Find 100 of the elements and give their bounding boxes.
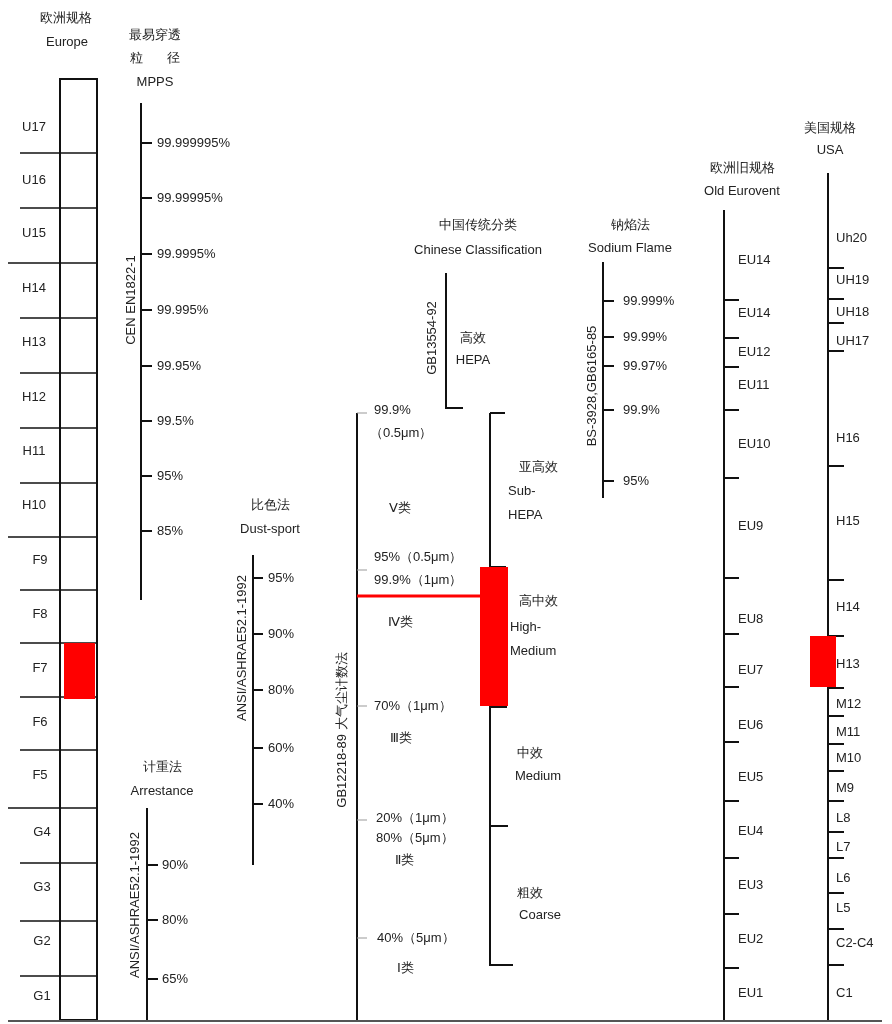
standard-label: ANSI/ASHRAE52.1-1992 bbox=[234, 575, 250, 721]
standard-label: ANSI/ASHRAE52.1-1992 bbox=[127, 832, 143, 978]
grade-label: F6 bbox=[32, 714, 48, 730]
grade-label: L6 bbox=[836, 870, 851, 886]
tick-label: 99.5% bbox=[157, 413, 194, 429]
scale-heading: 欧洲旧规格 bbox=[709, 160, 775, 176]
scale-heading: 计重法 bbox=[142, 759, 182, 775]
tick-label: 99.9% bbox=[374, 402, 411, 418]
scale-heading: 中国传统分类 bbox=[439, 217, 517, 233]
standard-label: BS-3928,GB6165-85 bbox=[584, 325, 600, 447]
grade-label: EU6 bbox=[738, 717, 764, 733]
grade-label: EU14 bbox=[738, 252, 771, 268]
tick-label: 95% bbox=[157, 468, 184, 484]
grade-label: H12 bbox=[22, 389, 46, 405]
tick-label: 20%（1μm） bbox=[376, 810, 454, 826]
grade-label: L7 bbox=[836, 839, 851, 855]
grade-label: F8 bbox=[32, 606, 48, 622]
grade-label: F5 bbox=[32, 767, 48, 783]
scale-heading: Dust-sport bbox=[240, 521, 300, 537]
grade-label: M10 bbox=[836, 750, 862, 766]
class-label: 高中效 bbox=[518, 593, 558, 609]
grade-label: UH19 bbox=[836, 272, 870, 288]
grade-label: L5 bbox=[836, 900, 851, 916]
tick-label: 85% bbox=[157, 523, 184, 539]
grade-label: U15 bbox=[22, 225, 46, 241]
scale-heading: MPPS bbox=[136, 74, 174, 90]
grade-label: EU10 bbox=[738, 436, 771, 452]
scale-heading: 最易穿透 bbox=[129, 27, 181, 43]
grade-label: H15 bbox=[836, 513, 860, 529]
tick-label: 95%（0.5μm） bbox=[374, 549, 463, 565]
class-label: Ⅱ类 bbox=[394, 852, 414, 868]
tick-label: 95% bbox=[623, 473, 650, 489]
class-label: 亚高效 bbox=[518, 459, 558, 475]
grade-label: M12 bbox=[836, 696, 862, 712]
tick-label: 70%（1μm） bbox=[374, 698, 452, 714]
grade-label: G3 bbox=[33, 879, 51, 895]
grade-label: UH18 bbox=[836, 304, 870, 320]
scale-heading: 钠焰法 bbox=[610, 217, 650, 233]
tick-label: 99.9% bbox=[623, 402, 660, 418]
tick-label: 60% bbox=[268, 740, 295, 756]
class-label: High-Medium bbox=[510, 618, 558, 660]
grade-label: EU14 bbox=[738, 305, 771, 321]
standard-label: CEN EN1822-1 bbox=[123, 255, 139, 345]
grade-label: U16 bbox=[22, 172, 46, 188]
grade-label: H14 bbox=[22, 280, 46, 296]
grade-label: UH17 bbox=[836, 333, 870, 349]
grade-label: F7 bbox=[32, 660, 48, 676]
class-label: Ⅳ类 bbox=[387, 614, 413, 630]
scale-heading: Europe bbox=[46, 34, 88, 50]
grade-label: EU1 bbox=[738, 985, 764, 1001]
tick-label: 80% bbox=[268, 682, 295, 698]
class-label: Ⅲ类 bbox=[390, 730, 412, 746]
scale-heading: 欧洲规格 bbox=[40, 10, 92, 26]
class-label: Medium bbox=[514, 768, 562, 784]
grade-label: G4 bbox=[33, 824, 51, 840]
scale-heading: Arrestance bbox=[130, 783, 194, 799]
grade-label: G1 bbox=[33, 988, 51, 1004]
grade-label: H13 bbox=[22, 334, 46, 350]
grade-label: F9 bbox=[32, 552, 48, 568]
scale-heading: USA bbox=[816, 142, 844, 158]
tick-label: 90% bbox=[162, 857, 189, 873]
class-label: 中效 bbox=[517, 745, 543, 761]
scale-heading: Old Eurovent bbox=[704, 183, 780, 199]
grade-label: H14 bbox=[836, 599, 860, 615]
scale-heading: Chinese Classification bbox=[414, 242, 542, 258]
grade-label: EU2 bbox=[738, 931, 764, 947]
class-label: 高效 bbox=[460, 330, 486, 346]
scale-heading: Sodium Flame bbox=[588, 240, 672, 256]
scale-heading: 粒 径 bbox=[129, 50, 181, 66]
grade-label: EU9 bbox=[738, 518, 764, 534]
grade-label: M9 bbox=[836, 780, 855, 796]
tick-label: 40%（5μm） bbox=[377, 930, 455, 946]
tick-label: 99.99995% bbox=[157, 190, 223, 206]
grade-label: EU8 bbox=[738, 611, 764, 627]
grade-label: U17 bbox=[22, 119, 46, 135]
grade-label: EU11 bbox=[738, 377, 770, 393]
grade-label: H11 bbox=[22, 443, 46, 459]
grade-label: H13 bbox=[836, 656, 860, 672]
grade-label: L8 bbox=[836, 810, 851, 826]
grade-label: G2 bbox=[33, 933, 51, 949]
grade-label: H10 bbox=[22, 497, 46, 513]
class-label: 粗效 bbox=[517, 885, 543, 901]
tick-label: 99.9%（1μm） bbox=[374, 572, 463, 588]
grade-label: M11 bbox=[836, 724, 861, 740]
grade-label: C1 bbox=[836, 985, 853, 1001]
tick-label: 80% bbox=[162, 912, 189, 928]
tick-label: 65% bbox=[162, 971, 189, 987]
tick-label: 99.999995% bbox=[157, 135, 230, 151]
tick-label: 99.97% bbox=[623, 358, 668, 374]
tick-label: 90% bbox=[268, 626, 295, 642]
tick-label: 40% bbox=[268, 796, 295, 812]
standard-label: GB12218-89 大气尘计数法 bbox=[334, 652, 350, 808]
tick-label: 99.95% bbox=[157, 358, 202, 374]
class-label: HEPA bbox=[455, 352, 491, 368]
grade-label: EU7 bbox=[738, 662, 764, 678]
tick-label: 99.999% bbox=[623, 293, 675, 309]
grade-label: EU12 bbox=[738, 344, 771, 360]
grade-label: EU5 bbox=[738, 769, 764, 785]
scale-heading: 美国规格 bbox=[804, 120, 856, 136]
class-label: Sub-HEPA bbox=[508, 482, 544, 524]
